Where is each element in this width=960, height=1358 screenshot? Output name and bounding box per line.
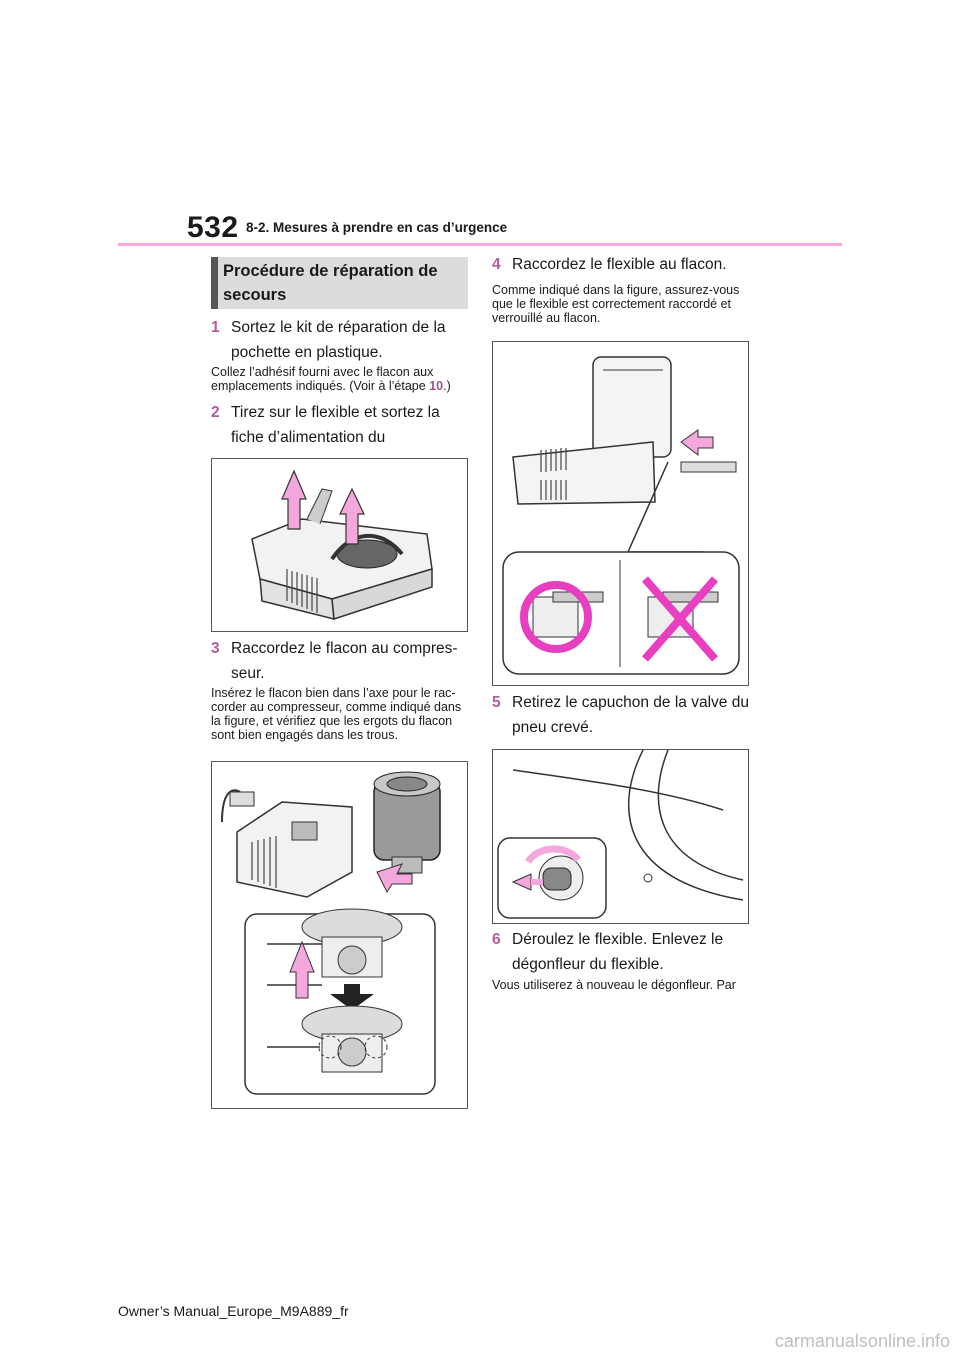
section-title: 8-2. Mesures à prendre en cas d’urgence — [246, 220, 508, 235]
valve-cap-illustration — [497, 749, 744, 919]
step-1-note: Collez l’adhésif fourni avec le flacon a… — [211, 365, 451, 393]
step-number: 2 — [211, 404, 220, 421]
step-text: Sortez le kit de réparation de la pochet… — [231, 319, 446, 361]
step-5: 5 Retirez le capuchon de la valve du pne… — [492, 690, 754, 740]
step-4-note: Comme indiqué dans la figure, assurez-vo… — [492, 283, 740, 325]
step-number: 4 — [492, 256, 501, 273]
step-number: 5 — [492, 694, 501, 711]
section-heading: Procédure de réparation de secours — [223, 262, 438, 304]
step-number: 3 — [211, 640, 220, 657]
step-3-note: Insérez le flacon bien dans l’axe pour l… — [211, 686, 462, 742]
footer-manual-id: Owner’s Manual_Europe_M9A889_fr — [118, 1303, 349, 1319]
hose-bottle-illustration — [502, 356, 740, 675]
page-number: 532 — [187, 211, 239, 244]
bottle-compressor-illustration — [221, 771, 441, 1095]
step-3: 3 Raccordez le flacon au compres-seur. — [211, 636, 473, 686]
step-text: Déroulez le flexible. Enlevez le dégonfl… — [512, 931, 724, 973]
figure-valve-cap — [492, 749, 749, 924]
step-4: 4 Raccordez le flexible au flacon. — [492, 252, 754, 277]
step-text: Raccordez le flacon au compres-seur. — [231, 640, 458, 682]
watermark: carmanualsonline.info — [774, 1331, 950, 1351]
step-number: 6 — [492, 931, 501, 948]
step-6-note: Vous utiliserez à nouveau le dégonfleur.… — [492, 978, 736, 992]
step-text: Retirez le capuchon de la valve du pneu … — [512, 694, 749, 736]
figure-compressor-hose — [211, 458, 468, 632]
figure-bottle-compressor — [211, 761, 468, 1109]
header-rule — [118, 243, 842, 246]
step-1: 1 Sortez le kit de réparation de la poch… — [211, 315, 473, 365]
step-number: 1 — [211, 319, 220, 336]
step-reference: 10 — [429, 379, 444, 393]
step-text: Raccordez le flexible au flacon. — [512, 256, 727, 273]
compressor-hose-illustration — [251, 469, 433, 621]
heading-box — [211, 257, 468, 309]
step-6: 6 Déroulez le flexible. Enlevez le dégon… — [492, 927, 754, 977]
figure-hose-bottle — [492, 341, 749, 686]
